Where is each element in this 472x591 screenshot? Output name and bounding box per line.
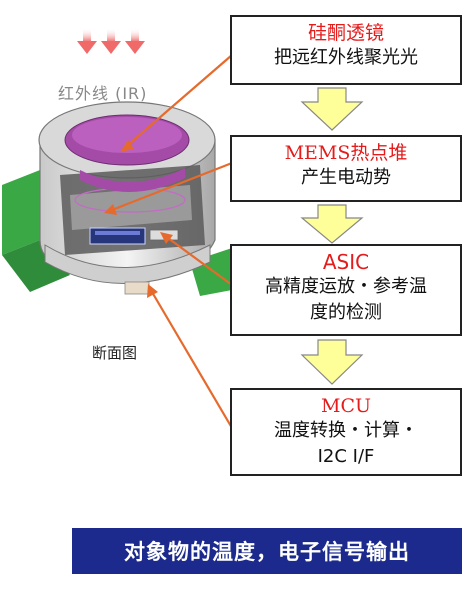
pointer-arrow-asic [160, 232, 233, 286]
stage-box-mcu: MCU 温度转换・计算・ I2C I/F [230, 388, 462, 476]
stage-box-asic: ASIC 高精度运放・参考温 度的检测 [230, 244, 462, 336]
flow-arrow-down-icon [300, 339, 364, 385]
stage-box-mems: MEMS热点堆 产生电动势 [230, 135, 462, 202]
ir-arrows [77, 28, 145, 54]
pointer-arrow-mcu [147, 284, 233, 429]
stage-box-lens: 硅酮透镜 把远红外线聚光光 [230, 15, 462, 85]
stage-title: MEMS热点堆 [284, 142, 408, 164]
pcb-board [2, 170, 232, 296]
sensor-can [38, 101, 216, 295]
ir-arrow-icon [77, 28, 97, 54]
flow-arrows [300, 87, 364, 385]
pointer-arrow-lens [120, 54, 233, 152]
flow-arrow-down-icon [300, 87, 364, 131]
ir-label: 红外线 (IR) [58, 84, 148, 103]
stage-body: 产生电动势 [301, 167, 391, 188]
stage-title: 硅酮透镜 [307, 22, 384, 44]
pointer-arrows [104, 54, 233, 429]
section-label: 断面图 [92, 344, 138, 362]
stage-title: MCU [320, 395, 371, 417]
pointer-arrow-mems [104, 161, 233, 215]
output-banner: 对象物的温度，电子信号输出 [72, 528, 462, 574]
stage-body: 温度转换・计算・ I2C I/F [274, 420, 418, 467]
flow-arrow-down-icon [300, 204, 364, 244]
stage-body: 高精度运放・参考温 度的检测 [265, 276, 427, 323]
ir-arrow-icon [101, 28, 121, 54]
ir-arrow-icon [125, 28, 145, 54]
stage-body: 把远红外线聚光光 [274, 47, 418, 68]
stage-title: ASIC [322, 250, 370, 274]
